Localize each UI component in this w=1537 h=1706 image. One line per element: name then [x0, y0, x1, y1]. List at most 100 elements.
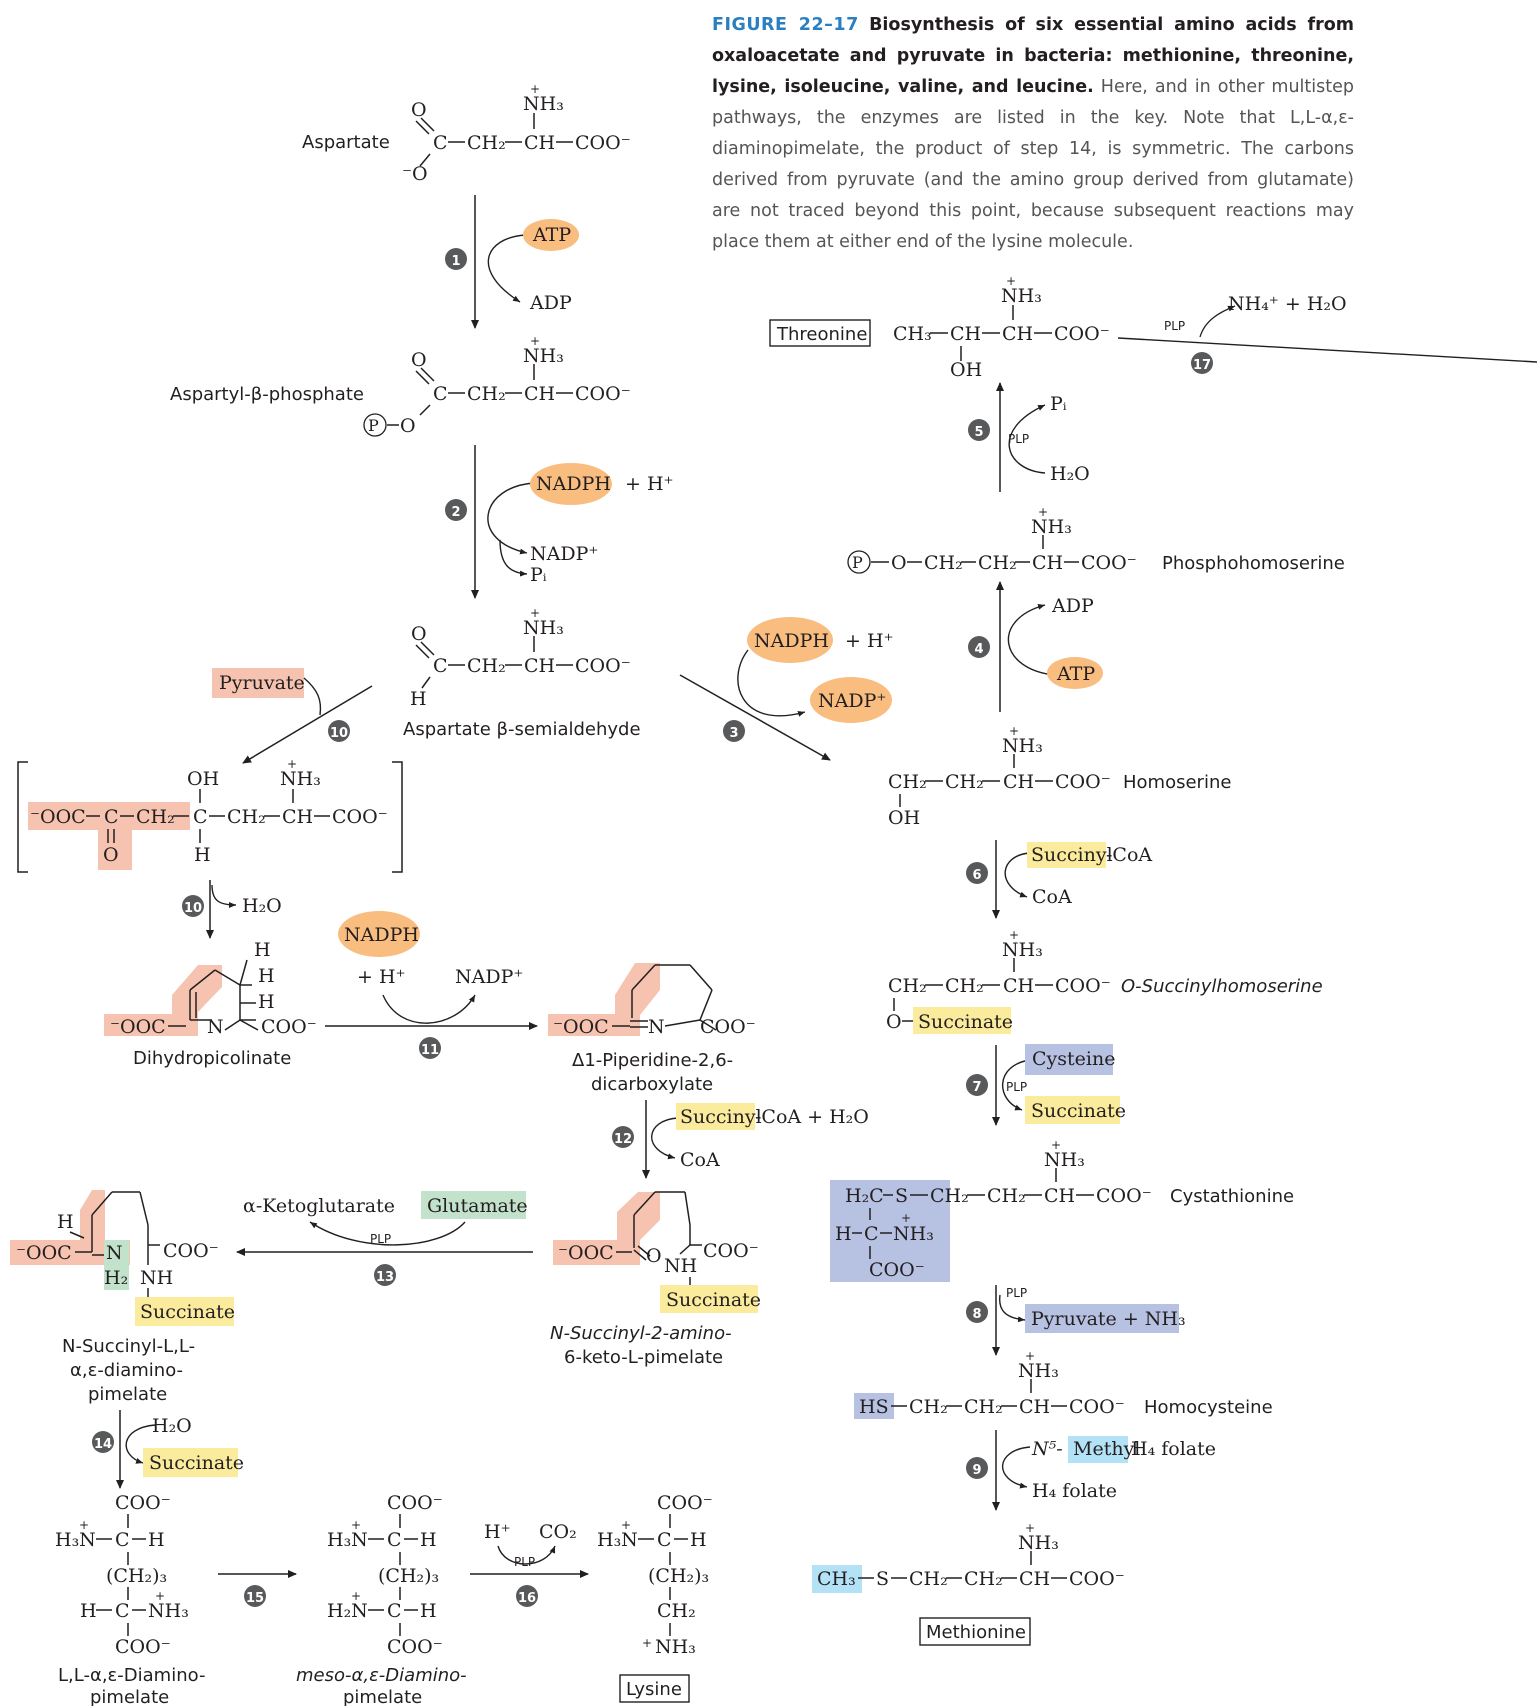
- figure-caption-body: Here, and in other multistep pathways, t…: [712, 77, 1354, 252]
- svg-text:COO⁻: COO⁻: [869, 1259, 925, 1281]
- svg-text:⁻OOC: ⁻OOC: [16, 1242, 72, 1264]
- meso-dap-label-1: meso-α,ε-Diamino-: [296, 1665, 467, 1686]
- succinate-ohs: Succinate: [918, 1011, 1013, 1033]
- svg-text:N: N: [106, 1242, 123, 1264]
- svg-text:CH₂: CH₂: [909, 1396, 948, 1418]
- succinate-dap: Succinate: [140, 1301, 235, 1323]
- svg-text:+: +: [1051, 1138, 1061, 1152]
- svg-text:⁻OOC: ⁻OOC: [110, 1016, 166, 1038]
- svg-text:H: H: [420, 1529, 437, 1551]
- svg-text:+: +: [155, 1589, 165, 1603]
- plp-17: PLP: [1164, 319, 1185, 333]
- nh4-h2o-17: NH₄⁺ + H₂O: [1228, 293, 1347, 315]
- atp-1: ATP: [532, 224, 571, 246]
- svg-text:CH₂: CH₂: [136, 806, 175, 828]
- succinyl-coa-h2o-12: -CoA + H₂O: [755, 1106, 869, 1128]
- nadp-11: NADP⁺: [455, 966, 523, 988]
- svg-text:CH: CH: [524, 132, 555, 154]
- svg-text:COO⁻: COO⁻: [575, 655, 631, 677]
- n-succ-dap-label-1: N-Succinyl-L,L-: [62, 1336, 195, 1357]
- svg-text:CH: CH: [1044, 1185, 1075, 1207]
- aldol-intermediate: ⁻OOC C CH₂ C CH₂ CH COO⁻ O OH H NH₃ +: [17, 757, 403, 873]
- svg-text:CH₂: CH₂: [945, 975, 984, 997]
- svg-text:H: H: [148, 1529, 165, 1551]
- svg-text:C: C: [433, 132, 448, 154]
- aspartate-semialdehyde-structure: O C CH₂ CH COO⁻ NH₃ + H: [410, 606, 631, 710]
- aspartyl-phosphate-label: Aspartyl-β-phosphate: [170, 384, 364, 405]
- methionine-label: Methionine: [926, 1622, 1026, 1643]
- o-succinylhomoserine-structure: CH₂ CH₂ CH COO⁻ NH₃ + O Succinate: [886, 928, 1111, 1034]
- svg-text:C: C: [193, 806, 208, 828]
- svg-text:NH₃: NH₃: [1002, 735, 1043, 757]
- svg-text:+: +: [530, 606, 540, 620]
- dihydropicolinate-label: Dihydropicolinate: [133, 1048, 291, 1069]
- svg-text:+: +: [351, 1518, 361, 1532]
- h4folate-9b: H₄ folate: [1032, 1480, 1117, 1502]
- svg-text:CH: CH: [950, 323, 981, 345]
- step-16-badge: 16: [518, 1591, 536, 1606]
- h-plus-11: + H⁺: [357, 966, 406, 988]
- svg-text:C: C: [433, 655, 448, 677]
- succinyl-6: Succinyl: [1031, 844, 1113, 866]
- step-11-badge: 11: [421, 1043, 439, 1058]
- svg-text:NH₃: NH₃: [1018, 1532, 1059, 1554]
- coa-6: CoA: [1032, 886, 1072, 908]
- svg-text:C: C: [433, 383, 448, 405]
- svg-text:NH₃: NH₃: [893, 1223, 934, 1245]
- svg-text:NH₃: NH₃: [1044, 1149, 1085, 1171]
- svg-text:⁻O: ⁻O: [402, 163, 428, 185]
- h2o-10: H₂O: [242, 895, 282, 917]
- svg-text:⁻OOC: ⁻OOC: [30, 806, 86, 828]
- svg-text:CH₂: CH₂: [467, 383, 506, 405]
- svg-text:CH₂: CH₂: [930, 1185, 969, 1207]
- meso-dap-label-2: pimelate: [343, 1687, 422, 1706]
- pi-5: Pᵢ: [1050, 393, 1067, 415]
- step-14-badge: 14: [94, 1437, 112, 1452]
- succinate-14: Succinate: [149, 1452, 244, 1474]
- n-succinyl-keto-pimelate-structure: ⁻OOC O COO⁻ NH Succinate: [553, 1191, 761, 1313]
- svg-text:+: +: [1025, 1349, 1035, 1363]
- svg-text:O: O: [411, 99, 427, 121]
- phosphohomoserine-structure: P O CH₂ CH₂ CH COO⁻ NH₃ +: [847, 505, 1137, 574]
- svg-text:CH₂: CH₂: [964, 1396, 1003, 1418]
- svg-text:NH₃: NH₃: [523, 93, 564, 115]
- svg-text:CH: CH: [1003, 771, 1034, 793]
- svg-text:CH: CH: [1003, 975, 1034, 997]
- svg-text:+: +: [351, 1589, 361, 1603]
- svg-text:+: +: [1038, 505, 1048, 519]
- svg-text:CH₂: CH₂: [945, 771, 984, 793]
- svg-text:H: H: [258, 965, 275, 987]
- svg-text:COO⁻: COO⁻: [332, 806, 388, 828]
- svg-text:COO⁻: COO⁻: [163, 1240, 219, 1262]
- svg-text:H₂: H₂: [104, 1267, 128, 1289]
- svg-text:+: +: [530, 334, 540, 348]
- step-2-badge: 2: [451, 505, 460, 520]
- cystathionine-label: Cystathionine: [1170, 1186, 1294, 1207]
- ll-dap-label-2: pimelate: [90, 1687, 169, 1706]
- svg-text:O: O: [886, 1011, 902, 1033]
- plp-13: PLP: [370, 1232, 391, 1246]
- svg-text:COO⁻: COO⁻: [387, 1636, 443, 1658]
- homocysteine-label: Homocysteine: [1144, 1397, 1273, 1418]
- aspartyl-phosphate-structure: O C CH₂ CH COO⁻ NH₃ + P O: [363, 334, 631, 437]
- svg-text:H: H: [420, 1600, 437, 1622]
- aspartate-semialdehyde-label: Aspartate β-semialdehyde: [403, 719, 641, 740]
- svg-text:H: H: [258, 991, 275, 1013]
- succinyl-12: Succinyl: [680, 1106, 762, 1128]
- svg-text:COO⁻: COO⁻: [657, 1492, 713, 1514]
- svg-text:CH₂: CH₂: [909, 1568, 948, 1590]
- svg-text:C: C: [115, 1600, 130, 1622]
- svg-text:COO⁻: COO⁻: [1081, 552, 1137, 574]
- pyruvate-nh3-8: Pyruvate + NH₃: [1031, 1308, 1186, 1330]
- plp-7: PLP: [1006, 1080, 1027, 1094]
- step-9-badge: 9: [972, 1463, 981, 1478]
- svg-text:CH: CH: [1019, 1396, 1050, 1418]
- n-succ-keto-label-1: N-Succinyl-2-amino-: [550, 1323, 732, 1344]
- svg-text:CH₃: CH₃: [893, 323, 932, 345]
- h-plus-3: + H⁺: [845, 630, 894, 652]
- nadp-2: NADP⁺: [530, 543, 598, 565]
- svg-text:NH₃: NH₃: [1031, 516, 1072, 538]
- svg-text:H₃N: H₃N: [327, 1529, 368, 1551]
- svg-text:C: C: [864, 1223, 879, 1245]
